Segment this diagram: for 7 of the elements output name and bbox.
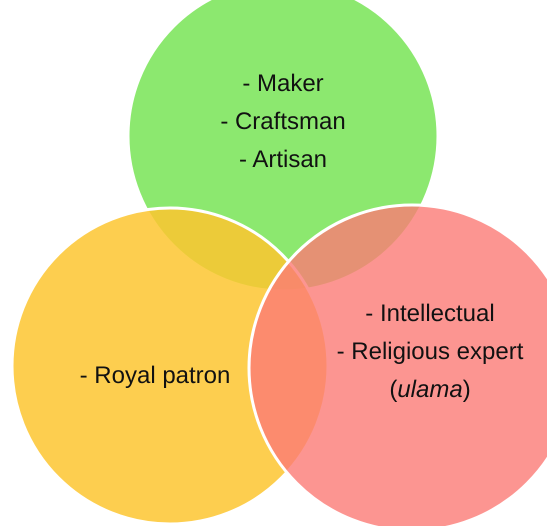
circle-label: - Royal patron [80,362,230,390]
circle-label: - Religious expert [336,338,524,366]
circle-label: - Maker [242,70,324,98]
circle-label: - Intellectual [365,300,495,328]
circle-label: - Craftsman [220,108,346,136]
circle-label: - Artisan [238,146,328,174]
circle-label: (ulama) [389,376,471,404]
